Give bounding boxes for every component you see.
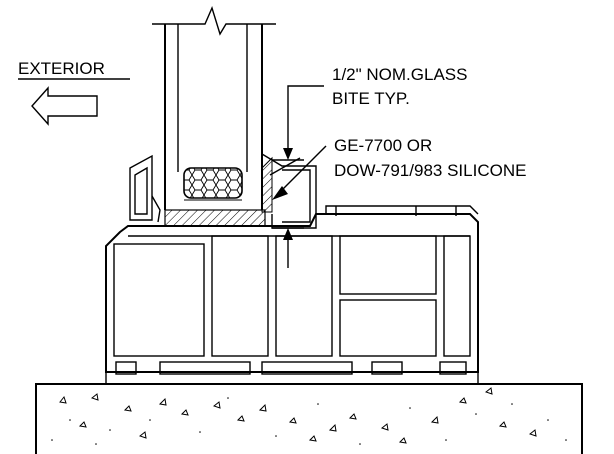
concrete-speckle [51, 397, 567, 445]
arrow-left-icon [31, 86, 98, 126]
glass-bite-label-line2: BITE TYP. [332, 89, 410, 108]
glass-bite-label-line1: 1/2" NOM.GLASS [332, 65, 467, 84]
sealant-leader: GE-7700 OR DOW-791/983 SILICONE [272, 136, 526, 200]
sealant-label-line2: DOW-791/983 SILICONE [334, 161, 526, 180]
glass-spacer [183, 167, 243, 199]
exterior-label: EXTERIOR [18, 59, 105, 78]
sealant-label-line1: GE-7700 OR [334, 136, 432, 155]
sill-frame [105, 205, 479, 385]
setting-block [164, 209, 266, 227]
concrete-aggregate [59, 387, 537, 444]
exterior-glazing-leg [129, 154, 161, 223]
exterior-indicator: EXTERIOR [18, 59, 130, 126]
concrete-substrate [35, 383, 583, 454]
glass-bite-dimension: 1/2" NOM.GLASS BITE TYP. [272, 65, 467, 268]
break-line [152, 5, 276, 36]
silicone-sealant [261, 156, 273, 213]
insulated-glass-unit [152, 5, 276, 210]
